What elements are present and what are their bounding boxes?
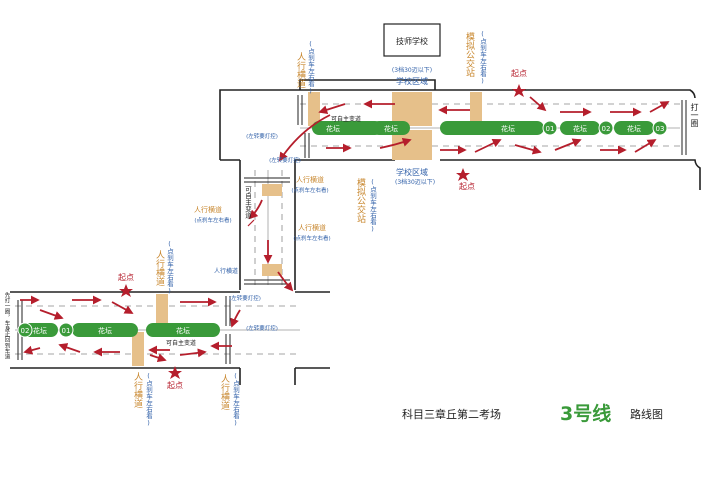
start-label-lower-bottom: 起点 bbox=[167, 381, 183, 390]
marker-01: 01 bbox=[62, 327, 71, 335]
start-star-lower-left bbox=[119, 284, 133, 297]
bus-stop-label-upper: 模拟公交站 bbox=[464, 32, 474, 77]
connector-main-road-label: 可自主变道 bbox=[243, 186, 252, 219]
start-stars bbox=[119, 84, 526, 379]
flower-bed-label: 花坛 bbox=[627, 124, 641, 133]
turn-signal-label-4: (左转要灯控) bbox=[246, 324, 278, 332]
flower-bed-label: 花坛 bbox=[384, 124, 398, 133]
crosswalk-lower-left bbox=[156, 294, 168, 328]
crosswalk-upper-left bbox=[308, 92, 320, 126]
school-zone-label-bottom: 学校区域 bbox=[396, 167, 428, 177]
connector-lane-dashes bbox=[254, 170, 283, 285]
crosswalk-label-conn-bottom: 人行横道 bbox=[214, 267, 238, 275]
brake-label-busstop-lower: (点刹车左右看) bbox=[368, 178, 377, 233]
school-zone-speed-top: (3档30迈以下) bbox=[392, 66, 432, 74]
intersection-stripes bbox=[17, 95, 687, 364]
brake-label-conn-top: (点刹车左右看) bbox=[291, 186, 328, 194]
crosswalk-label-lower-left: 人行横道 bbox=[154, 250, 164, 286]
flower-bed-label: 花坛 bbox=[33, 326, 47, 335]
crosswalk-label-conn-top: 人行横道 bbox=[296, 175, 324, 184]
flower-bed-5 bbox=[614, 121, 654, 135]
crosswalk-label-upper-left: 人行横道 bbox=[295, 52, 305, 88]
brake-label-lower-mid: (点刹车左右看) bbox=[144, 372, 153, 427]
turn-signal-label-1: (左转要灯控) bbox=[246, 132, 278, 140]
crosswalk-lower-mid bbox=[132, 332, 144, 366]
flower-bed-label: 花坛 bbox=[501, 124, 515, 133]
lower-main-road-label: 可自主变道 bbox=[166, 339, 196, 347]
marker-02: 02 bbox=[602, 125, 611, 133]
flower-bed-4 bbox=[560, 121, 600, 135]
school-zone-label-top: 学校区域 bbox=[396, 76, 428, 86]
brake-label-upper-left: (点刹车左右看) bbox=[306, 40, 315, 95]
brake-label-lower-left: (点刹车左右看) bbox=[165, 240, 174, 295]
crosswalks bbox=[132, 92, 482, 366]
turn-signal-label-3: (左转要灯控) bbox=[229, 294, 261, 302]
lower-lane-dashes bbox=[15, 305, 300, 355]
u-turn-label-lower: 先打一圈，车身正回到车道 bbox=[3, 292, 10, 360]
start-label-upper: 起点 bbox=[511, 69, 527, 78]
flower-bed-3 bbox=[440, 121, 544, 135]
marker-01: 01 bbox=[546, 125, 555, 133]
brake-label-lower-right: (点刹车左右看) bbox=[231, 372, 240, 427]
flower-bed-8 bbox=[146, 323, 220, 337]
route-arrows bbox=[20, 96, 670, 362]
upper-main-road-label: 可自主变道 bbox=[331, 115, 361, 123]
brake-label-conn-right: (点刹车左右看) bbox=[293, 234, 330, 242]
school-building bbox=[383, 23, 441, 57]
flower-bed-label: 花坛 bbox=[98, 326, 112, 335]
flower-bed-label: 花坛 bbox=[573, 124, 587, 133]
title-prefix: 科目三章丘第二考场 bbox=[402, 407, 501, 421]
crosswalk-busstop bbox=[470, 92, 482, 126]
start-star-upper bbox=[512, 84, 526, 97]
crosswalk-school-top bbox=[392, 92, 432, 126]
crosswalk-label-conn-left: 人行横道 bbox=[194, 205, 222, 214]
flower-bed-7 bbox=[72, 323, 138, 337]
marker-03: 03 bbox=[656, 125, 665, 133]
school-label: 技师学校 bbox=[396, 36, 428, 46]
brake-label-busstop-upper: (点刹车左右看) bbox=[478, 30, 487, 85]
lap-markers bbox=[17, 120, 668, 338]
crosswalk-label-conn-right: 人行横道 bbox=[298, 223, 326, 232]
connector-road-edges bbox=[220, 159, 296, 290]
school-zone-speed-bottom: (3档30迈以下) bbox=[395, 179, 436, 186]
crosswalk-label-lower-mid: 人行横道 bbox=[132, 372, 142, 408]
start-star-upper-bottom bbox=[456, 168, 470, 181]
crosswalk-label-lower-right: 人行横道 bbox=[219, 374, 229, 410]
flower-bed-label: 花坛 bbox=[326, 124, 340, 133]
upper-lane-dashes bbox=[300, 103, 680, 147]
flower-bed-1 bbox=[312, 121, 382, 135]
flower-bed-label: 花坛 bbox=[176, 326, 190, 335]
start-star-lower-bottom bbox=[168, 366, 182, 379]
crosswalk-conn-bottom bbox=[262, 264, 282, 276]
u-turn-label-upper: 打一圈 bbox=[690, 103, 699, 127]
start-label-upper-bottom: 起点 bbox=[459, 182, 475, 191]
title-suffix: 路线图 bbox=[630, 407, 663, 421]
upper-road-edges bbox=[219, 79, 701, 190]
title-route: 3号线 bbox=[560, 402, 611, 425]
crosswalk-conn-top bbox=[262, 184, 282, 196]
brake-label-conn-left: (点刹车左右看) bbox=[194, 216, 231, 224]
flower-bed-2 bbox=[372, 121, 410, 135]
marker-02: 02 bbox=[21, 327, 30, 335]
start-label-lower-left: 起点 bbox=[118, 273, 134, 282]
flower-beds bbox=[22, 121, 654, 337]
turn-signal-label-2: (左转要灯控) bbox=[269, 156, 301, 164]
bus-stop-label-lower: 模拟公交站 bbox=[355, 178, 365, 223]
